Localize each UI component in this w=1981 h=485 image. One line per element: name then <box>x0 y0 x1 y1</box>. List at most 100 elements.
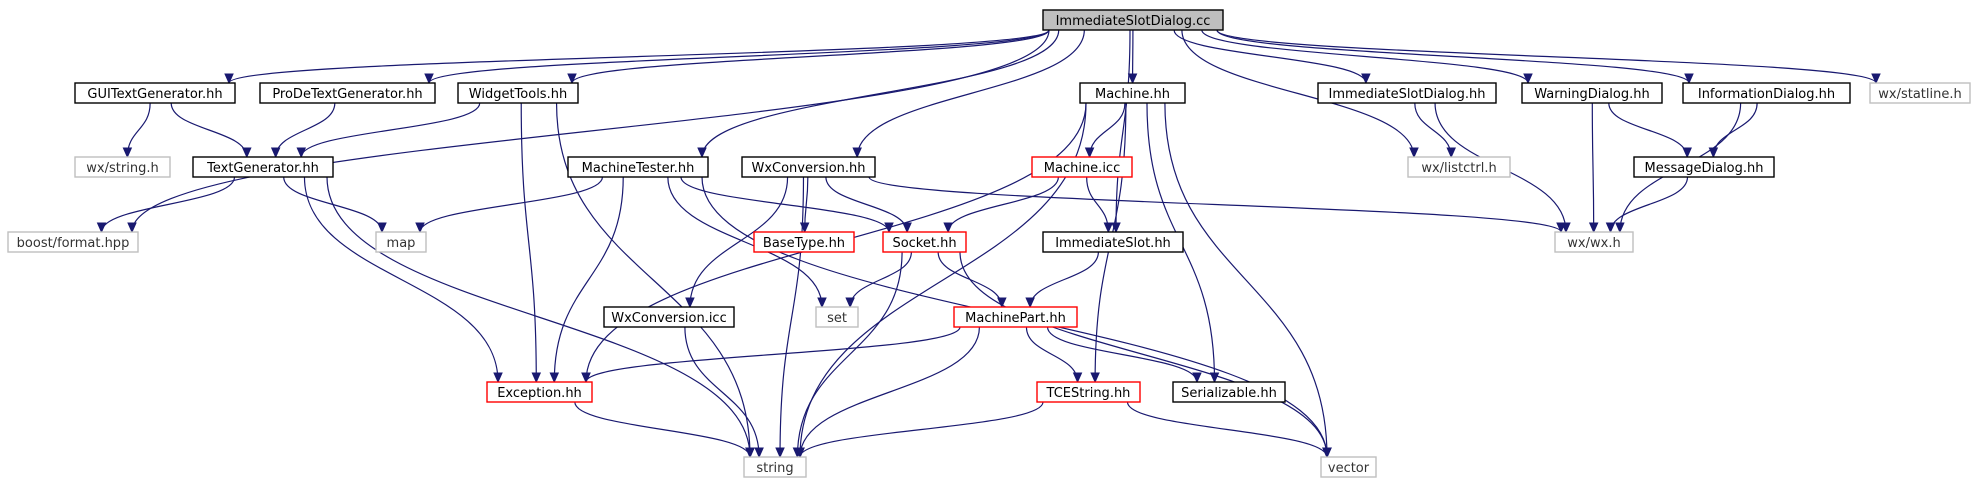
edge-mpart-to-tcestring <box>1025 326 1083 384</box>
edge-isdhh-to-listctrl <box>1414 102 1456 159</box>
edge-line <box>520 102 537 383</box>
node-label: TCEString.hh <box>1046 386 1131 401</box>
node-label: ImmediateSlot.hh <box>1055 236 1171 251</box>
edge-arrowhead <box>96 222 107 234</box>
node-wxconversion-hh[interactable]: WxConversion.hh <box>741 156 876 178</box>
node-box <box>1317 82 1497 104</box>
node-immediateslotdialog-hh[interactable]: ImmediateSlotDialog.hh <box>1317 82 1497 104</box>
edge-arrowhead <box>415 222 425 234</box>
node-label: wx/listctrl.h <box>1421 161 1496 176</box>
node-label: ImmediateSlotDialog.cc <box>1056 14 1211 29</box>
node-box <box>1554 231 1634 253</box>
edge-wxconv-to-socket <box>825 176 912 234</box>
edge-line <box>680 176 890 233</box>
edge-info-to-msgdlg <box>1708 102 1758 159</box>
edge-arrowhead <box>1588 222 1599 234</box>
node-label: BaseType.hh <box>763 236 845 251</box>
edge-arrowhead <box>581 372 591 384</box>
edge-root-to-widget <box>567 29 1050 85</box>
edge-machine-to-machineicc <box>1084 102 1126 159</box>
node-textgenerator-hh[interactable]: TextGenerator.hh <box>192 156 334 178</box>
node-box <box>953 306 1078 328</box>
node-label: WxConversion.hh <box>751 161 865 176</box>
node-machinepart-hh[interactable]: MachinePart.hh <box>953 306 1078 328</box>
node-box <box>753 231 855 253</box>
edge-arrowhead <box>1523 73 1533 85</box>
node-immediateslot-hh[interactable]: ImmediateSlot.hh <box>1042 231 1184 253</box>
edge-line <box>1173 29 1367 84</box>
node-label: wx/string.h <box>86 161 158 176</box>
edge-arrowhead <box>1090 372 1100 384</box>
edge-arrowhead <box>567 73 577 85</box>
node-tcestring-hh[interactable]: TCEString.hh <box>1036 381 1141 403</box>
node-wx-wx-h: wx/wx.h <box>1554 231 1634 253</box>
node-exception-hh[interactable]: Exception.hh <box>486 381 593 403</box>
edge-line <box>689 176 789 308</box>
edge-arrowhead <box>775 447 785 459</box>
node-socket-hh[interactable]: Socket.hh <box>882 231 967 253</box>
edge-line <box>959 251 1328 458</box>
node-box <box>1031 156 1133 178</box>
edge-line <box>868 176 1562 233</box>
node-string: string <box>743 456 807 478</box>
node-guitextgenerator-hh[interactable]: GUITextGenerator.hh <box>74 82 236 104</box>
node-immediateslotdialog-cc: ImmediateSlotDialog.cc <box>1042 9 1224 31</box>
edge-arrowhead <box>852 147 862 159</box>
node-map: map <box>375 231 427 253</box>
edge-arrowhead <box>1127 73 1138 85</box>
node-label: MachinePart.hh <box>965 311 1066 326</box>
node-box <box>741 156 876 178</box>
node-label: wx/statline.h <box>1878 87 1961 102</box>
edge-line <box>1608 102 1688 158</box>
node-box <box>192 156 334 178</box>
edge-machine-to-vector <box>1164 102 1332 459</box>
node-label: string <box>756 461 793 476</box>
edge-mpart-to-exception <box>581 326 961 384</box>
edge-line <box>1181 29 1415 158</box>
edge-line <box>428 29 1050 84</box>
edge-machineicc-to-islot <box>1086 176 1114 234</box>
node-warningdialog-hh[interactable]: WarningDialog.hh <box>1521 82 1663 104</box>
node-serializable-hh[interactable]: Serializable.hh <box>1172 381 1286 403</box>
edge-line <box>1126 401 1328 458</box>
edge-root-to-guitext <box>224 29 1050 85</box>
edge-layer <box>96 29 1881 459</box>
edge-line <box>555 102 751 458</box>
node-label: boost/format.hpp <box>17 236 130 251</box>
edge-line <box>701 29 1060 158</box>
edge-arrowhead <box>845 297 855 309</box>
edge-socket-to-mpart <box>937 251 1007 309</box>
edge-arrowhead <box>902 222 912 234</box>
node-machine-icc[interactable]: Machine.icc <box>1031 156 1133 178</box>
node-prodetextgenerator-hh[interactable]: ProDeTextGenerator.hh <box>259 82 436 104</box>
node-widgettools-hh[interactable]: WidgetTools.hh <box>457 82 579 104</box>
edge-machineicc-to-socket <box>943 176 1059 234</box>
node-label: WarningDialog.hh <box>1534 87 1649 102</box>
node-basetype-hh[interactable]: BaseType.hh <box>753 231 855 253</box>
edge-line <box>684 326 760 458</box>
edge-arrowhead <box>1361 73 1371 85</box>
node-messagedialog-hh[interactable]: MessageDialog.hh <box>1633 156 1775 178</box>
node-machine-hh[interactable]: Machine.hh <box>1079 82 1186 104</box>
node-box <box>743 456 807 478</box>
edge-line <box>553 176 624 383</box>
edge-arrowhead <box>1192 372 1202 384</box>
edge-root-to-warning <box>1201 29 1533 85</box>
edge-arrowhead <box>997 297 1007 309</box>
node-label: Exception.hh <box>497 386 582 401</box>
edge-line <box>419 176 604 233</box>
edge-arrowhead <box>1025 297 1035 309</box>
edge-arrowhead <box>685 297 695 309</box>
edge-warning-to-msgdlg <box>1608 102 1692 159</box>
node-box <box>1036 381 1141 403</box>
edge-line <box>571 29 1050 84</box>
edge-arrowhead <box>1556 222 1566 234</box>
node-informationdialog-hh[interactable]: InformationDialog.hh <box>1682 82 1851 104</box>
node-wxconversion-icc[interactable]: WxConversion.icc <box>603 306 735 328</box>
edge-arrowhead <box>817 297 827 309</box>
edge-arrowhead <box>531 372 542 384</box>
edge-line <box>574 401 751 458</box>
edge-arrowhead <box>745 447 755 459</box>
node-machinetester-hh[interactable]: MachineTester.hh <box>567 156 709 178</box>
